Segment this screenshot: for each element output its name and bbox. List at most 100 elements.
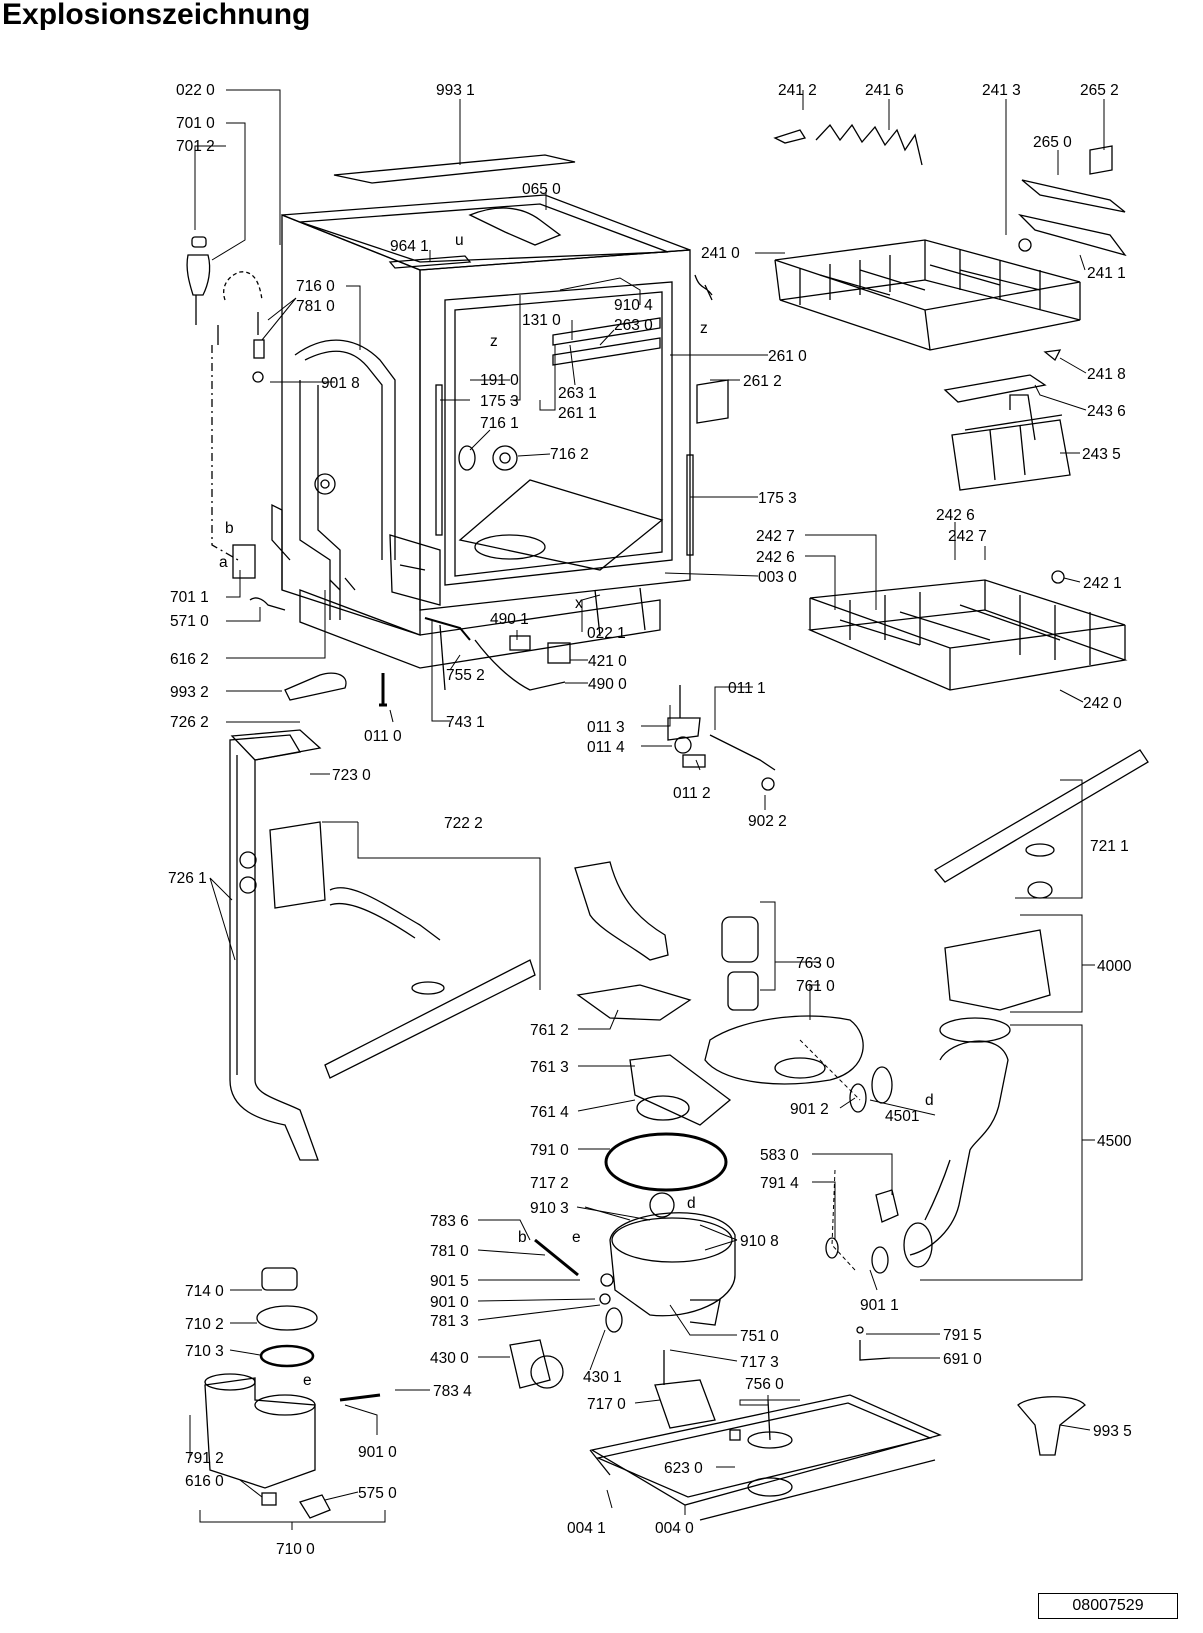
callout-7510: 751 0 <box>740 1328 779 1345</box>
callout-9104: 910 4 <box>614 297 653 314</box>
sump-cover-7612 <box>576 984 692 1021</box>
letter-marker: a <box>219 554 228 571</box>
callout-4210: 421 0 <box>588 653 627 670</box>
callout-0041: 004 1 <box>567 1520 606 1537</box>
cutlery-basket-drawing <box>943 374 1071 491</box>
seal-7103 <box>259 1344 315 1368</box>
pump-housing-7510 <box>609 1212 736 1317</box>
callout-7173: 717 3 <box>740 1354 779 1371</box>
callout-7161: 716 1 <box>480 415 519 432</box>
callout-2435: 243 5 <box>1082 446 1121 463</box>
callout-9103: 910 3 <box>530 1200 569 1217</box>
callout-7810a: 781 0 <box>296 298 335 315</box>
callout-7262: 726 2 <box>170 714 209 731</box>
callout-7261: 726 1 <box>168 870 207 887</box>
seal-strip-right <box>686 454 694 556</box>
letter-marker: e <box>572 1229 581 1246</box>
callout-0220: 022 0 <box>176 82 215 99</box>
callout-7910: 791 0 <box>530 1142 569 1159</box>
callout-0221: 022 1 <box>587 625 626 642</box>
callout-9018: 901 8 <box>321 375 360 392</box>
callout-2421: 242 1 <box>1083 575 1122 592</box>
callout-2420: 242 0 <box>1083 695 1122 712</box>
base-plate-drawing <box>589 1394 942 1521</box>
callout-9641: 964 1 <box>390 238 429 255</box>
upper-spray-arm-7211 <box>934 749 1149 883</box>
callout-7912: 791 2 <box>185 1450 224 1467</box>
callout-7103: 710 3 <box>185 1343 224 1360</box>
sump-7613 <box>629 1054 732 1126</box>
letter-markers: u z z x b a b e d d e <box>219 232 934 1389</box>
callout-9012: 901 2 <box>790 1101 829 1118</box>
ring-7102 <box>256 1305 318 1331</box>
callout-9010b: 901 0 <box>358 1444 397 1461</box>
callout-7810b: 781 0 <box>430 1243 469 1260</box>
vent-0650 <box>468 207 562 246</box>
fill-pipe <box>574 861 669 961</box>
letter-marker: z <box>490 333 498 350</box>
callout-2610: 261 0 <box>768 348 807 365</box>
callout-7160: 716 0 <box>296 278 335 295</box>
callout-1753a: 175 3 <box>480 393 519 410</box>
callout-0650: 065 0 <box>522 181 561 198</box>
callout-2412: 241 2 <box>778 82 817 99</box>
callout-2410: 241 0 <box>701 245 740 262</box>
drain-pump-4000 <box>944 929 1051 1011</box>
cabinet-drawing <box>271 154 729 669</box>
callout-9932: 993 2 <box>170 684 209 701</box>
check-valve-5830 <box>875 1189 899 1223</box>
page-title: Explosionszeichnung <box>2 0 311 31</box>
callout-7012: 701 2 <box>176 138 215 155</box>
callout-2418: 241 8 <box>1087 366 1126 383</box>
funnel-9935 <box>1017 1396 1086 1456</box>
callout-7162: 716 2 <box>550 446 589 463</box>
callout-2631: 263 1 <box>558 385 597 402</box>
callout-9010a: 901 0 <box>430 1294 469 1311</box>
float-valve <box>314 473 336 495</box>
callout-0111: 011 1 <box>728 680 766 697</box>
callout-7102: 710 2 <box>185 1316 224 1333</box>
side-hose <box>294 339 396 560</box>
callout-7630: 763 0 <box>796 955 835 972</box>
callout-4301: 430 1 <box>583 1369 622 1386</box>
callout-2416: 241 6 <box>865 82 904 99</box>
document-number: 08007529 <box>1038 1593 1178 1619</box>
callout-0112: 011 2 <box>673 785 711 802</box>
callout-4901: 490 1 <box>490 611 529 628</box>
callout-9935: 993 5 <box>1093 1423 1132 1440</box>
sump-opening <box>474 534 546 560</box>
rail-2610 <box>552 317 661 346</box>
callout-7836: 783 6 <box>430 1213 469 1230</box>
sump-assembly-drawing <box>509 861 864 1429</box>
callout-2612: 261 2 <box>743 373 782 390</box>
supply-pipe-7261 <box>229 734 319 1161</box>
inlet-valve-parts <box>186 236 286 611</box>
callout-7612: 761 2 <box>530 1022 569 1039</box>
lid-9931 <box>333 154 576 184</box>
callout-7100: 710 0 <box>276 1541 315 1558</box>
callout-2650: 265 0 <box>1033 134 1072 151</box>
coarse-filter-7630 <box>721 916 759 963</box>
pipe-connector-7222 <box>269 821 326 909</box>
bracket-7262 <box>230 729 322 761</box>
cap-7140 <box>261 1267 298 1291</box>
callout-2426a: 242 6 <box>936 507 975 524</box>
basket-insert-2436 <box>943 374 1047 403</box>
callout-7613: 761 3 <box>530 1059 569 1076</box>
drain-hose-4500 <box>909 1040 1009 1256</box>
cable-4900 <box>474 639 566 691</box>
callout-2427a: 242 7 <box>756 528 795 545</box>
callout-9011: 901 1 <box>860 1297 899 1314</box>
letter-marker: z <box>700 320 708 337</box>
callout-5710: 571 0 <box>170 613 209 630</box>
softener-7100 <box>204 1377 316 1489</box>
letter-marker: d <box>925 1092 934 1109</box>
callout-7813: 781 3 <box>430 1313 469 1330</box>
callout-0114: 011 4 <box>587 739 625 756</box>
callout-7431: 743 1 <box>446 714 485 731</box>
callout-9015: 901 5 <box>430 1273 469 1290</box>
leg-0111 <box>667 685 701 741</box>
callout-9108: 910 8 <box>740 1233 779 1250</box>
callout-5750: 575 0 <box>358 1485 397 1502</box>
callout-4000: 4000 <box>1097 958 1132 975</box>
